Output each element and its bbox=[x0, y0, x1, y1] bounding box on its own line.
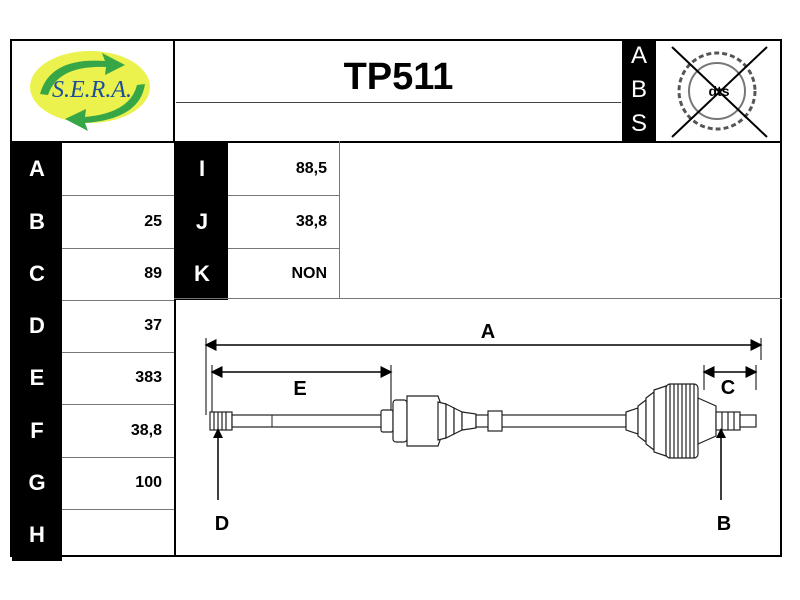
logo-cell: S.E.R.A. bbox=[10, 39, 175, 142]
param-label-g: G bbox=[12, 457, 62, 509]
param-label-b: B bbox=[12, 195, 62, 248]
drive-shaft-diagram: A E C bbox=[204, 321, 763, 535]
param-value-d: 37 bbox=[144, 317, 162, 334]
param-row-divider bbox=[62, 509, 174, 510]
dimension-a-label: A bbox=[481, 321, 495, 343]
param-label-d: D bbox=[12, 300, 62, 352]
param-label-k: K bbox=[176, 248, 228, 300]
abs-letter-b: B bbox=[630, 76, 647, 103]
param-value-a bbox=[62, 143, 174, 195]
param-row-divider bbox=[228, 248, 339, 249]
shaft-bar-left bbox=[231, 414, 388, 428]
pointer-d-label: D bbox=[215, 513, 229, 535]
dimension-e-label: E bbox=[293, 378, 306, 400]
param-value-i: 88,5 bbox=[295, 160, 327, 177]
param-label-f: F bbox=[12, 404, 62, 457]
right-spline-end bbox=[715, 411, 757, 431]
pointer-b-label: B bbox=[717, 513, 731, 535]
param-label-i: I bbox=[176, 143, 228, 195]
logo-arrow-icon bbox=[40, 53, 125, 95]
diagram-top-border bbox=[174, 298, 782, 299]
param-value-j: 38,8 bbox=[295, 213, 327, 230]
abs-letter-a: A bbox=[630, 42, 647, 69]
param-value-e: 383 bbox=[135, 369, 162, 386]
param-value-b: 25 bbox=[144, 213, 162, 230]
param-label-h: H bbox=[12, 509, 62, 561]
mid-column-border bbox=[339, 141, 340, 299]
part-number-title: TP511 bbox=[343, 56, 454, 98]
logo-arrow-return-icon bbox=[65, 84, 145, 131]
param-row-divider bbox=[62, 457, 174, 458]
sera-logo: S.E.R.A. bbox=[30, 51, 150, 131]
param-label-e: E bbox=[12, 352, 62, 404]
param-row-divider bbox=[62, 248, 174, 249]
param-row-divider bbox=[228, 195, 339, 196]
param-value-c: 89 bbox=[144, 265, 162, 282]
param-value-g: 100 bbox=[135, 474, 162, 491]
param-row-divider bbox=[62, 195, 174, 196]
left-column-border bbox=[174, 141, 176, 557]
param-value-h bbox=[62, 509, 174, 561]
outer-cv-joint bbox=[625, 383, 717, 459]
inner-cv-joint bbox=[380, 395, 477, 447]
param-row-divider bbox=[62, 352, 174, 353]
param-value-k: NON bbox=[291, 265, 327, 282]
dimension-c-label: C bbox=[721, 377, 735, 399]
title-underline bbox=[176, 102, 621, 103]
damper-ring bbox=[487, 410, 503, 432]
param-label-c: C bbox=[12, 248, 62, 300]
param-label-j: J bbox=[176, 195, 228, 248]
param-label-a: A bbox=[12, 143, 62, 195]
left-spline-end bbox=[209, 411, 233, 431]
param-row-divider bbox=[62, 404, 174, 405]
abs-ring-crossed-icon: dts bbox=[671, 46, 768, 138]
abs-column: A B S bbox=[622, 39, 656, 142]
dts-label: dts bbox=[709, 83, 730, 99]
header-divider bbox=[10, 141, 782, 143]
abs-letter-s: S bbox=[630, 110, 647, 137]
param-row-divider bbox=[62, 300, 174, 301]
param-value-f: 38,8 bbox=[130, 422, 162, 439]
logo-text: S.E.R.A. bbox=[52, 77, 132, 103]
